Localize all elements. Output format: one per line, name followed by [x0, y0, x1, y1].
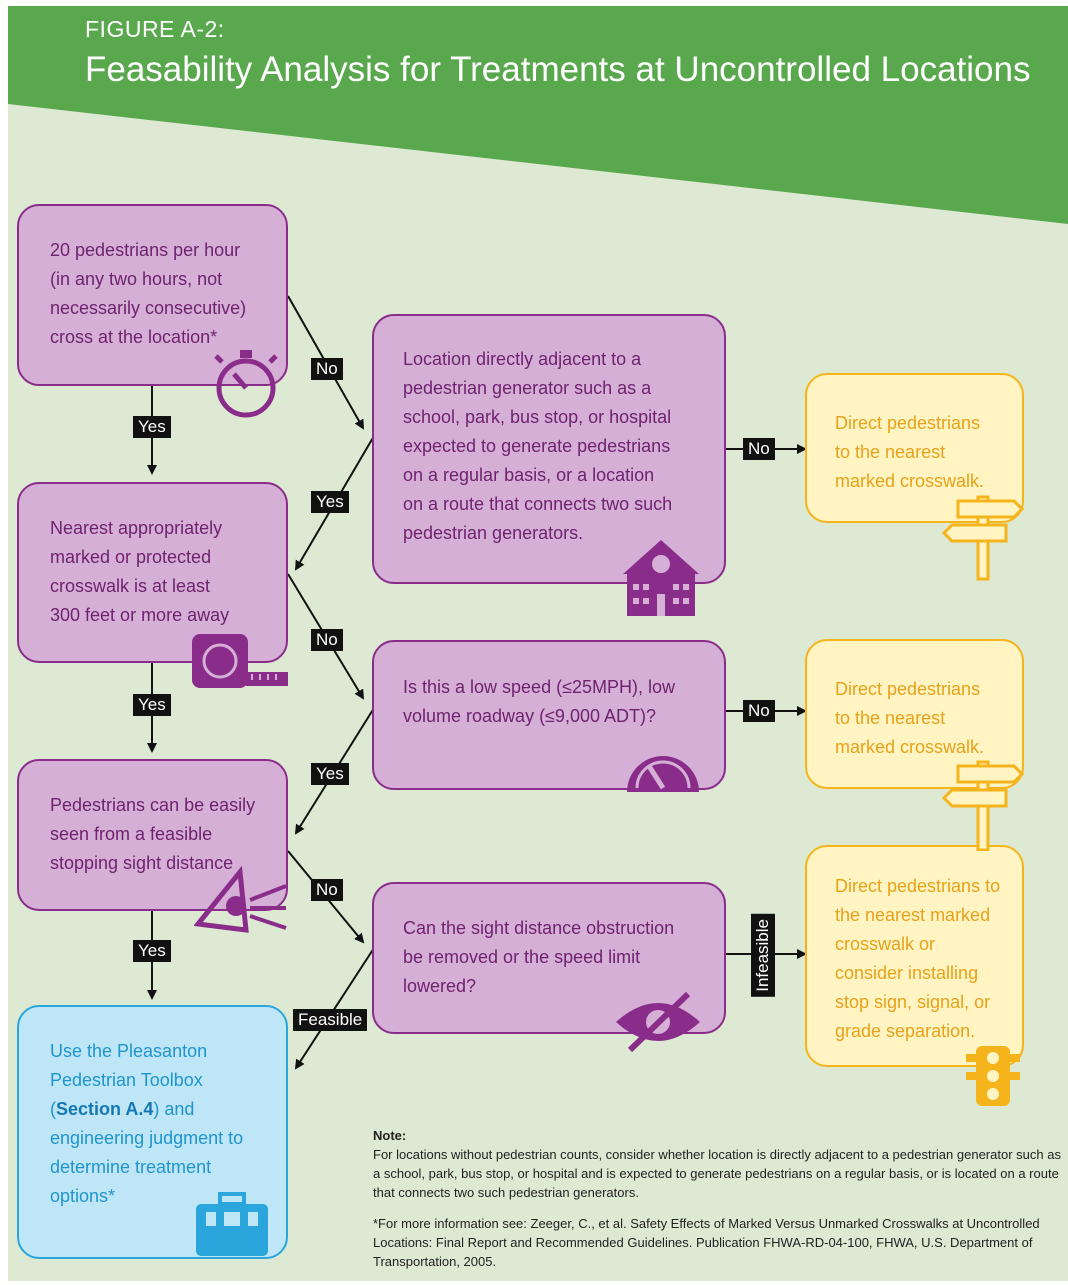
outcome-line: stop sign, signal, or [835, 992, 991, 1012]
title-banner [8, 6, 1068, 224]
question-line: 20 pedestrians per hour [50, 240, 241, 260]
figure-title: Feasability Analysis for Treatments at U… [85, 50, 1031, 89]
traffic-light-icon [966, 1046, 1020, 1106]
eye-slash-icon [616, 992, 700, 1052]
label-yes: Yes [133, 694, 171, 716]
question-line: Pedestrians can be easily [50, 795, 256, 815]
question-sight-distance: Pedestrians can be easily seen from a fe… [17, 759, 288, 911]
outcome-line: engineering judgment to [50, 1128, 244, 1148]
outcome-line-rest: ) and [153, 1099, 195, 1119]
outcome-line: Use the Pleasanton [50, 1041, 208, 1061]
label-no: No [743, 700, 775, 722]
label-yes: Yes [133, 940, 171, 962]
outcome-line: grade separation. [835, 1021, 976, 1041]
outcome-line: marked crosswalk. [835, 737, 985, 757]
label-feasible: Feasible [293, 1009, 368, 1031]
speedometer-icon [627, 756, 699, 792]
signpost-icon [941, 495, 1025, 581]
question-line: lowered? [403, 976, 477, 996]
school-icon [623, 540, 699, 616]
question-line: pedestrian generator such as a [403, 378, 652, 398]
question-line: crosswalk is at least [50, 576, 211, 596]
question-line: school, park, bus stop, or hospital [403, 407, 672, 427]
question-line: cross at the location* [50, 327, 218, 347]
question-pedestrian-generator: Location directly adjacent to a pedestri… [372, 314, 726, 584]
question-line: marked or protected [50, 547, 212, 567]
label-yes: Yes [311, 763, 349, 785]
outcome-line: to the nearest [835, 708, 946, 728]
outcome-line: Direct pedestrians [835, 413, 981, 433]
outcome-line: marked crosswalk. [835, 471, 985, 491]
question-line: seen from a feasible [50, 824, 213, 844]
stopwatch-icon [214, 350, 278, 418]
question-line: Is this a low speed (≤25MPH), low [403, 677, 675, 697]
section-link-text: Section A.4 [56, 1099, 154, 1119]
question-line: necessarily consecutive) [50, 298, 247, 318]
label-no: No [311, 358, 343, 380]
signpost-icon [941, 760, 1025, 851]
outcome-line: Direct pedestrians [835, 679, 981, 699]
outcome-line: to the nearest [835, 442, 946, 462]
question-line: 300 feet or more away [50, 605, 230, 625]
question-line: (in any two hours, not [50, 269, 223, 289]
label-no: No [311, 629, 343, 651]
outcome-line: options* [50, 1186, 116, 1206]
footnote: Note: For locations without pedestrian c… [373, 1126, 1063, 1271]
label-no: No [743, 438, 775, 460]
question-line: on a route that connects two such [403, 494, 673, 514]
outcome-line: crosswalk or [835, 934, 936, 954]
label-yes: Yes [311, 491, 349, 513]
figure-canvas: FIGURE A-2: Feasability Analysis for Tre… [8, 6, 1068, 1281]
figure-number: FIGURE A-2: [85, 16, 225, 42]
question-line: expected to generate pedestrians [403, 436, 671, 456]
outcome-line: (Section A.4) and [50, 1095, 243, 1124]
question-line: Nearest appropriately [50, 518, 223, 538]
question-pedestrian-count: 20 pedestrians per hour (in any two hour… [17, 204, 288, 386]
question-line: on a regular basis, or a location [403, 465, 655, 485]
tape-measure-icon [192, 634, 288, 688]
label-no: No [311, 879, 343, 901]
label-infeasible: Infeasible [751, 914, 775, 997]
question-crosswalk-distance: Nearest appropriately marked or protecte… [17, 482, 288, 663]
question-line: pedestrian generators. [403, 523, 584, 543]
question-line: Location directly adjacent to a [403, 349, 642, 369]
note-reference: *For more information see: Zeeger, C., e… [373, 1216, 1040, 1269]
outcome-install-control: Direct pedestrians to the nearest marked… [805, 845, 1024, 1067]
eye-icon [194, 866, 287, 933]
question-line: volume roadway (≤9,000 ADT)? [403, 706, 656, 726]
outcome-line: Direct pedestrians to [835, 876, 1001, 896]
outcome-line: Pedestrian Toolbox [50, 1070, 203, 1090]
outcome-line: determine treatment [50, 1157, 212, 1177]
toolbox-icon [196, 1192, 268, 1256]
outcome-line: the nearest marked [835, 905, 991, 925]
outcome-use-toolbox: Use the Pleasanton Pedestrian Toolbox (S… [17, 1005, 288, 1259]
question-line: Can the sight distance obstruction [403, 918, 675, 938]
paren-open: ( [50, 1099, 56, 1119]
note-body: For locations without pedestrian counts,… [373, 1147, 1061, 1200]
question-line: be removed or the speed limit [403, 947, 641, 967]
question-line: stopping sight distance [50, 853, 234, 873]
outcome-line: consider installing [835, 963, 979, 983]
note-heading: Note: [373, 1128, 407, 1143]
label-yes: Yes [133, 416, 171, 438]
